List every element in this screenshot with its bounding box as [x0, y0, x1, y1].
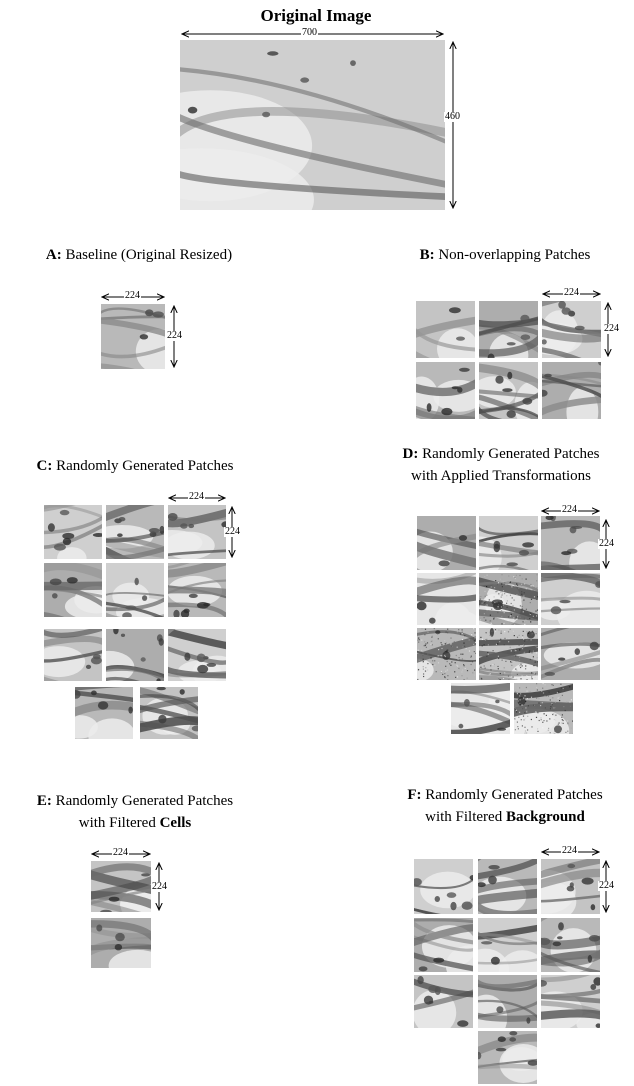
panel-d-height-label: 224: [598, 539, 615, 549]
panel-c-height-label: 224: [224, 527, 241, 537]
panel-d-width-label: 224: [561, 505, 578, 515]
original-width-label: 700: [301, 28, 318, 38]
panel-c-width-label: 224: [188, 492, 205, 502]
panel-b-width-label: 224: [563, 288, 580, 298]
panel-a-height-label: 224: [166, 331, 183, 341]
panel-f-height-label: 224: [598, 881, 615, 891]
panel-a-width-label: 224: [124, 291, 141, 301]
panel-f-width-label: 224: [561, 846, 578, 856]
panel-e-height-label: 224: [151, 882, 168, 892]
original-height-label: 460: [444, 112, 461, 122]
panel-b-height-label: 224: [603, 324, 620, 334]
panel-e-width-label: 224: [112, 848, 129, 858]
